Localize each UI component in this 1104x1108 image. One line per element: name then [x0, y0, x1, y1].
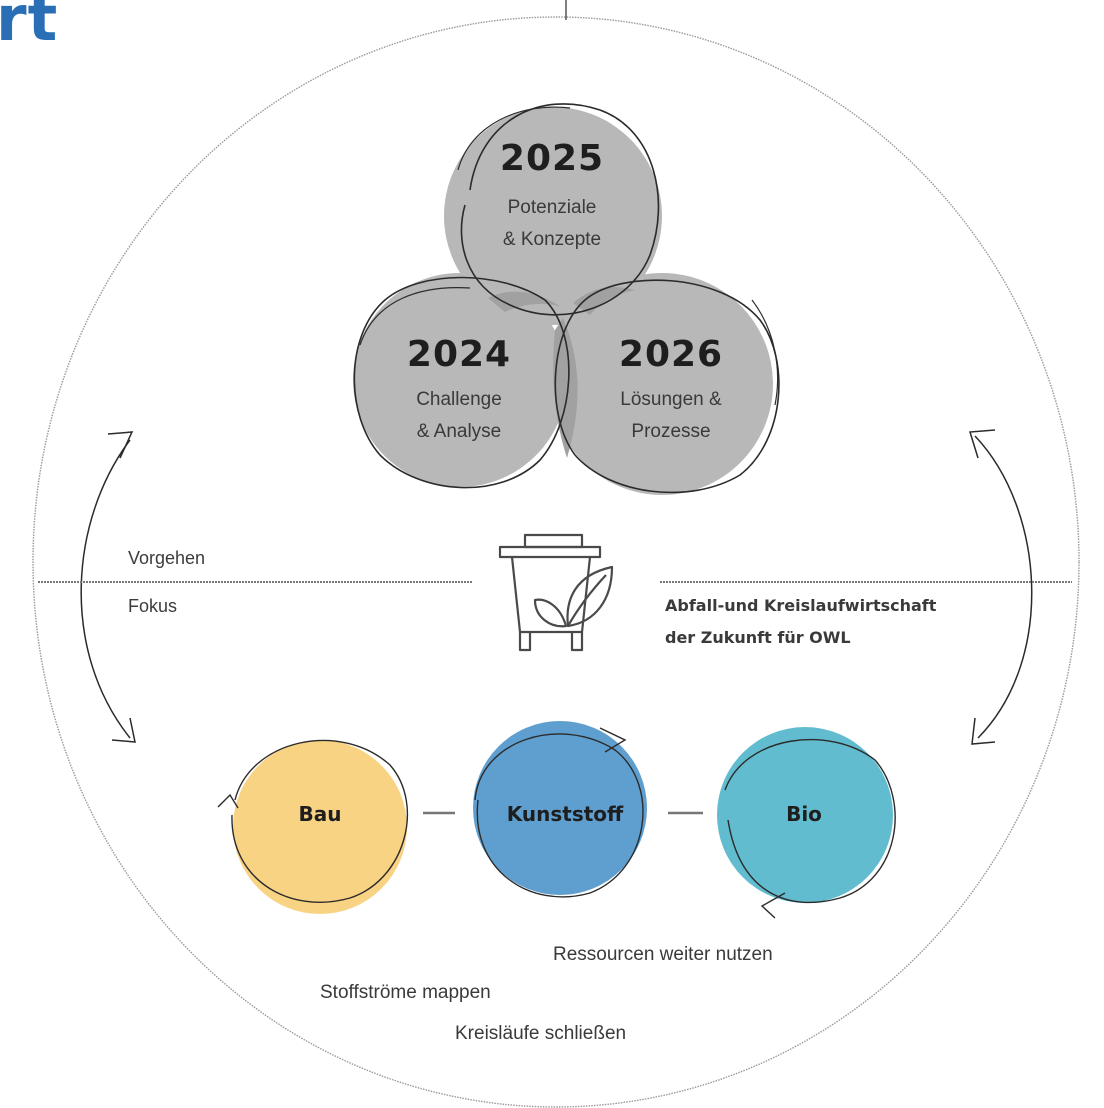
phase-circles [353, 103, 780, 495]
phase-text-2026-line1: Lösungen & [620, 389, 722, 410]
overlap-2024-2026 [553, 318, 578, 458]
phase-text-2025-line2: & Konzepte [502, 229, 602, 250]
phase-year-2025: 2025 [499, 138, 605, 179]
category-label-bau: Bau [298, 802, 342, 826]
left-cycle-arrow [80, 431, 136, 743]
focus-title-line1: Abfall-und Kreislaufwirtschaft [665, 596, 937, 615]
phase-text-2026-line2: Prozesse [631, 421, 711, 442]
circle-bio [717, 727, 893, 903]
label-vorgehen: Vorgehen [128, 548, 206, 568]
label-fokus: Fokus [128, 596, 178, 616]
phase-year-2024: 2024 [406, 334, 512, 375]
action-streams: Stoffströme mappen [320, 982, 491, 1003]
phase-circle-2024 [353, 273, 567, 487]
action-resources: Ressourcen weiter nutzen [553, 944, 773, 965]
action-cycles: Kreisläufe schließen [455, 1023, 627, 1044]
phase-circle-2025 [444, 107, 662, 325]
category-circles [217, 721, 896, 919]
category-label-bio: Bio [786, 802, 822, 826]
bin-with-leaf-icon [498, 533, 614, 652]
phase-text-2025-line1: Potenziale [507, 197, 597, 218]
right-cycle-arrow [969, 429, 1033, 745]
phase-text-2024-line2: & Analyse [416, 421, 502, 442]
phase-text-2024-line1: Challenge [416, 389, 502, 410]
phase-circle-2026 [551, 273, 773, 495]
category-label-kunststoff: Kunststoff [506, 802, 624, 826]
overlap-2025-2024 [488, 291, 560, 312]
circle-kunststoff [473, 721, 647, 895]
focus-title-line2: der Zukunft für OWL [665, 628, 851, 647]
clipped-page-title: rt [0, 0, 59, 55]
phase-year-2026: 2026 [618, 334, 724, 375]
outer-frame-circle [32, 16, 1080, 1108]
circle-bau [233, 740, 407, 914]
